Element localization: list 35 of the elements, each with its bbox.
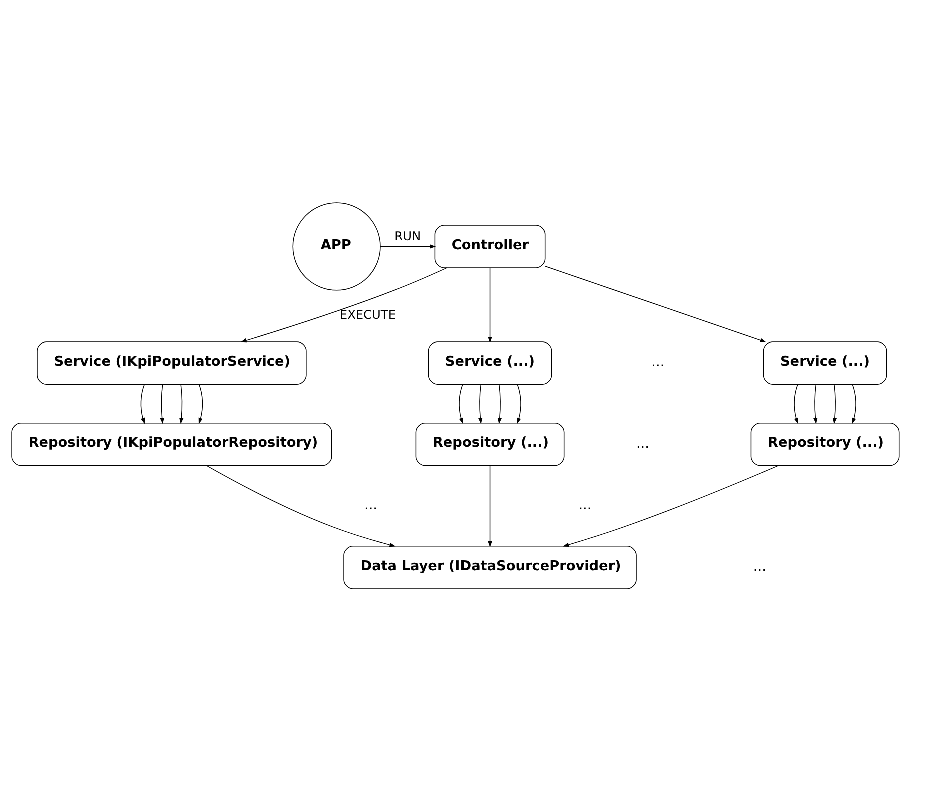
arrow <box>563 466 779 547</box>
arrow <box>517 384 522 424</box>
node-circle: APP <box>292 202 381 291</box>
node-box: Service (IKpiPopulatorService) <box>37 342 307 385</box>
node-box: Data Layer (IDataSourceProvider) <box>344 546 637 590</box>
arrow <box>380 244 436 249</box>
node-box: Repository (...) <box>750 422 900 466</box>
arrow <box>180 384 184 424</box>
arrow <box>488 268 492 344</box>
node-box: Service (...) <box>428 342 552 385</box>
arrow <box>478 384 483 424</box>
arrow <box>459 384 464 424</box>
arrow <box>814 384 818 424</box>
arrow <box>488 466 492 548</box>
edge-label: RUN <box>394 229 422 244</box>
label: ... <box>364 498 378 514</box>
arrow <box>160 384 164 424</box>
arrow <box>240 268 448 343</box>
node-box: Repository (...) <box>416 422 565 466</box>
arrow <box>206 466 396 548</box>
node-box: Repository (IKpiPopulatorRepository) <box>12 422 332 466</box>
arrow <box>198 384 204 424</box>
arrow <box>832 384 838 424</box>
node-box: Service (...) <box>763 342 888 385</box>
label: ... <box>636 436 650 452</box>
label: ... <box>753 559 766 576</box>
arrow <box>545 266 766 342</box>
arrow <box>140 384 146 424</box>
arrow <box>852 384 856 424</box>
arrow <box>498 384 502 424</box>
label: ... <box>652 354 665 371</box>
arrow <box>794 384 798 424</box>
node-box: Controller <box>434 225 546 268</box>
label: ... <box>578 498 592 514</box>
edge-label: EXECUTE <box>340 308 396 322</box>
